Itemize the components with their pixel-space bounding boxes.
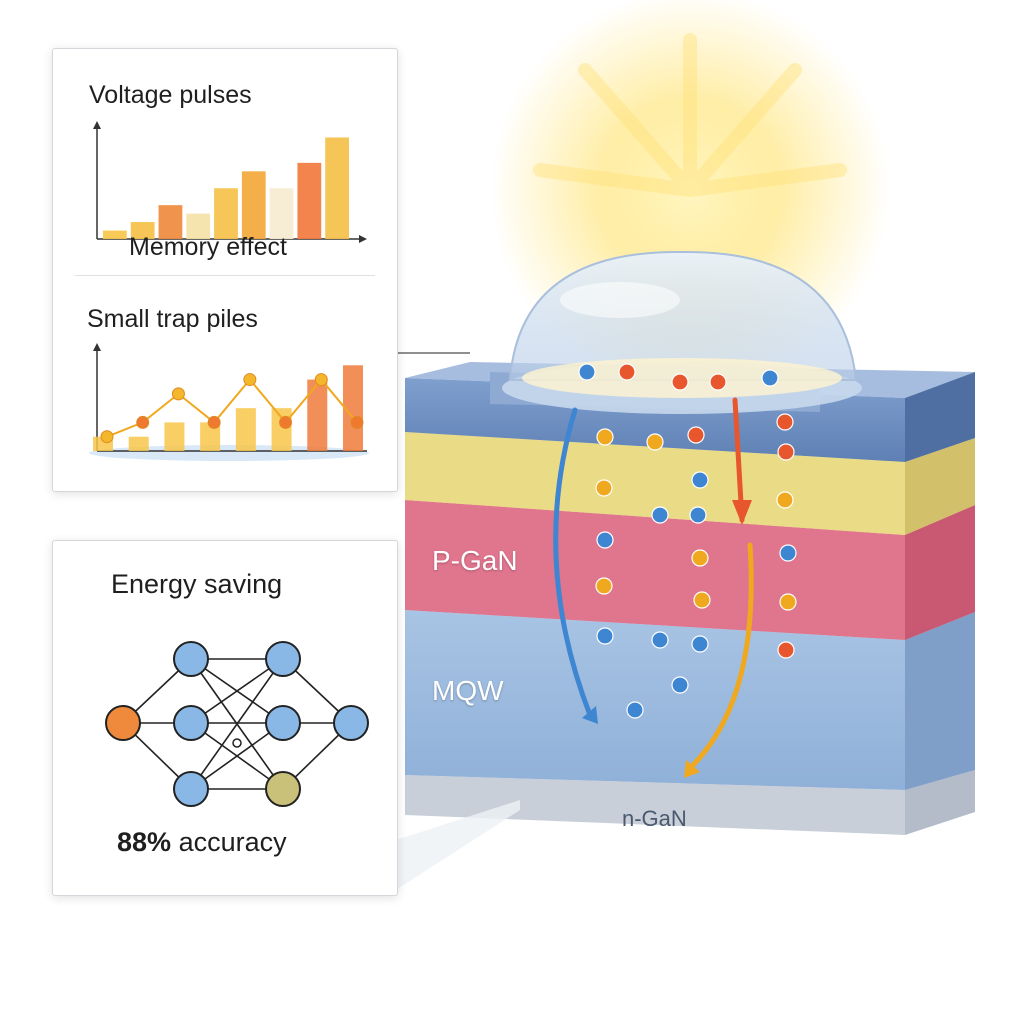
y-axis-arrowhead <box>93 121 101 129</box>
electron-particle <box>779 544 797 562</box>
bar <box>325 137 349 239</box>
trap-piles-title: Small trap piles <box>87 305 258 333</box>
electron-particle <box>626 701 644 719</box>
carrier-particle <box>776 491 794 509</box>
accuracy-readout: 88% accuracy <box>117 827 287 858</box>
carrier-particle <box>691 549 709 567</box>
bar <box>200 422 221 451</box>
network-node <box>265 771 301 807</box>
data-point <box>136 415 150 429</box>
network-edge <box>190 658 284 724</box>
carrier-particle <box>595 479 613 497</box>
data-point <box>207 415 221 429</box>
memory-effect-label: Memory effect <box>129 233 287 261</box>
accuracy-value: 88% <box>117 827 172 857</box>
network-edge <box>190 658 284 790</box>
carrier-particle <box>779 593 797 611</box>
bar <box>128 436 149 451</box>
bar <box>214 188 238 239</box>
bar <box>297 162 322 239</box>
data-point <box>350 415 364 429</box>
n-gan-label: n-GaN <box>622 806 687 831</box>
bar <box>158 205 183 239</box>
hole-particle <box>776 413 794 431</box>
bar <box>271 408 292 451</box>
p-gan-label: P-GaN <box>432 545 518 576</box>
electron-path-arrow <box>553 407 593 718</box>
carrier-particle <box>595 577 613 595</box>
hole-particle <box>709 373 727 391</box>
bar <box>235 408 256 451</box>
neural-network-diagram <box>105 641 369 807</box>
yellow-arrowhead <box>684 760 700 778</box>
electron-particle <box>691 635 709 653</box>
data-point <box>100 430 114 444</box>
network-node <box>173 641 209 677</box>
bar <box>164 422 185 451</box>
data-point <box>171 387 185 401</box>
electron-particle <box>671 676 689 694</box>
carrier-particle <box>646 433 664 451</box>
data-point <box>314 373 328 387</box>
voltage-pulses-chart <box>93 121 367 243</box>
network-node <box>173 771 209 807</box>
accuracy-label: accuracy <box>178 827 287 857</box>
hole-particle <box>777 641 795 659</box>
electron-arrowhead <box>582 706 598 724</box>
network-edge <box>190 722 284 790</box>
hole-particle <box>687 426 705 444</box>
electron-particle <box>689 506 707 524</box>
hole-particle <box>618 363 636 381</box>
hole-arrowhead <box>732 500 752 525</box>
electron-particle <box>651 506 669 524</box>
network-node <box>333 705 369 741</box>
carrier-particles <box>578 363 797 719</box>
data-point <box>243 373 257 387</box>
y-axis-arrowhead <box>93 343 101 351</box>
electron-particle <box>578 363 596 381</box>
charts-panel: Voltage pulses Memory effect Small trap … <box>52 48 398 492</box>
bar <box>103 230 127 239</box>
carrier-paths <box>553 397 754 778</box>
hole-particle <box>671 373 689 391</box>
panel-divider <box>75 275 375 276</box>
network-node <box>105 705 141 741</box>
network-node <box>265 641 301 677</box>
hole-particle <box>777 443 795 461</box>
series-line <box>106 378 358 438</box>
energy-saving-title: Energy saving <box>111 569 283 599</box>
callout-connector-shadow <box>396 800 520 890</box>
bar <box>307 379 328 451</box>
mqw-label: MQW <box>432 675 504 706</box>
trap-piles-chart <box>89 343 369 461</box>
network-node <box>265 705 301 741</box>
bar <box>343 365 363 451</box>
network-panel: Energy saving 88% accuracy <box>52 540 398 896</box>
electron-particle <box>651 631 669 649</box>
carrier-particle <box>596 428 614 446</box>
electron-particle <box>596 531 614 549</box>
electron-particle <box>761 369 779 387</box>
baseline-glow <box>89 445 369 461</box>
bar <box>186 213 211 239</box>
bar <box>130 222 155 239</box>
voltage-pulses-title: Voltage pulses <box>89 81 252 109</box>
network-junction <box>232 738 242 748</box>
electron-particle <box>596 627 614 645</box>
data-point <box>279 415 293 429</box>
carrier-particle <box>693 591 711 609</box>
x-axis-arrowhead <box>359 235 367 243</box>
bar <box>269 188 294 239</box>
bar <box>241 171 266 239</box>
network-node <box>173 705 209 741</box>
electron-particle <box>691 471 709 489</box>
yellow-path-arrow <box>687 542 754 771</box>
